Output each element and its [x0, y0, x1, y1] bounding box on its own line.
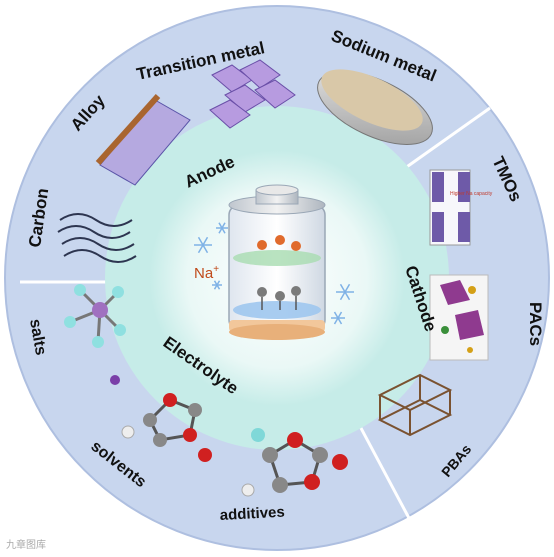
snowflake-icon: [194, 222, 354, 325]
transition-metal-lattice-icon: [209, 59, 296, 129]
battery-cell: [228, 184, 326, 340]
salt-molecule-icon: [64, 284, 126, 385]
pbas-structure-icon: [377, 373, 453, 437]
sodium-metal-disc-icon: [317, 69, 433, 145]
watermark: 九章图库: [6, 540, 46, 551]
label-salts: salts: [26, 318, 49, 357]
label-pacs: PACs: [526, 302, 545, 346]
na-ion-label: Na+: [194, 264, 219, 282]
pacs-structure-icon: [429, 274, 489, 361]
solvent-molecule-icon: [121, 393, 212, 462]
label-additives: additives: [219, 504, 285, 524]
carbon-layers-icon: [57, 213, 137, 263]
additive-molecule-icon: [241, 428, 348, 497]
alloy-structure-icon: [95, 93, 191, 186]
tmos-inset-text: Higher Na capacity: [450, 191, 493, 197]
tmos-structure-icon: Higher Na capacity: [429, 169, 493, 246]
